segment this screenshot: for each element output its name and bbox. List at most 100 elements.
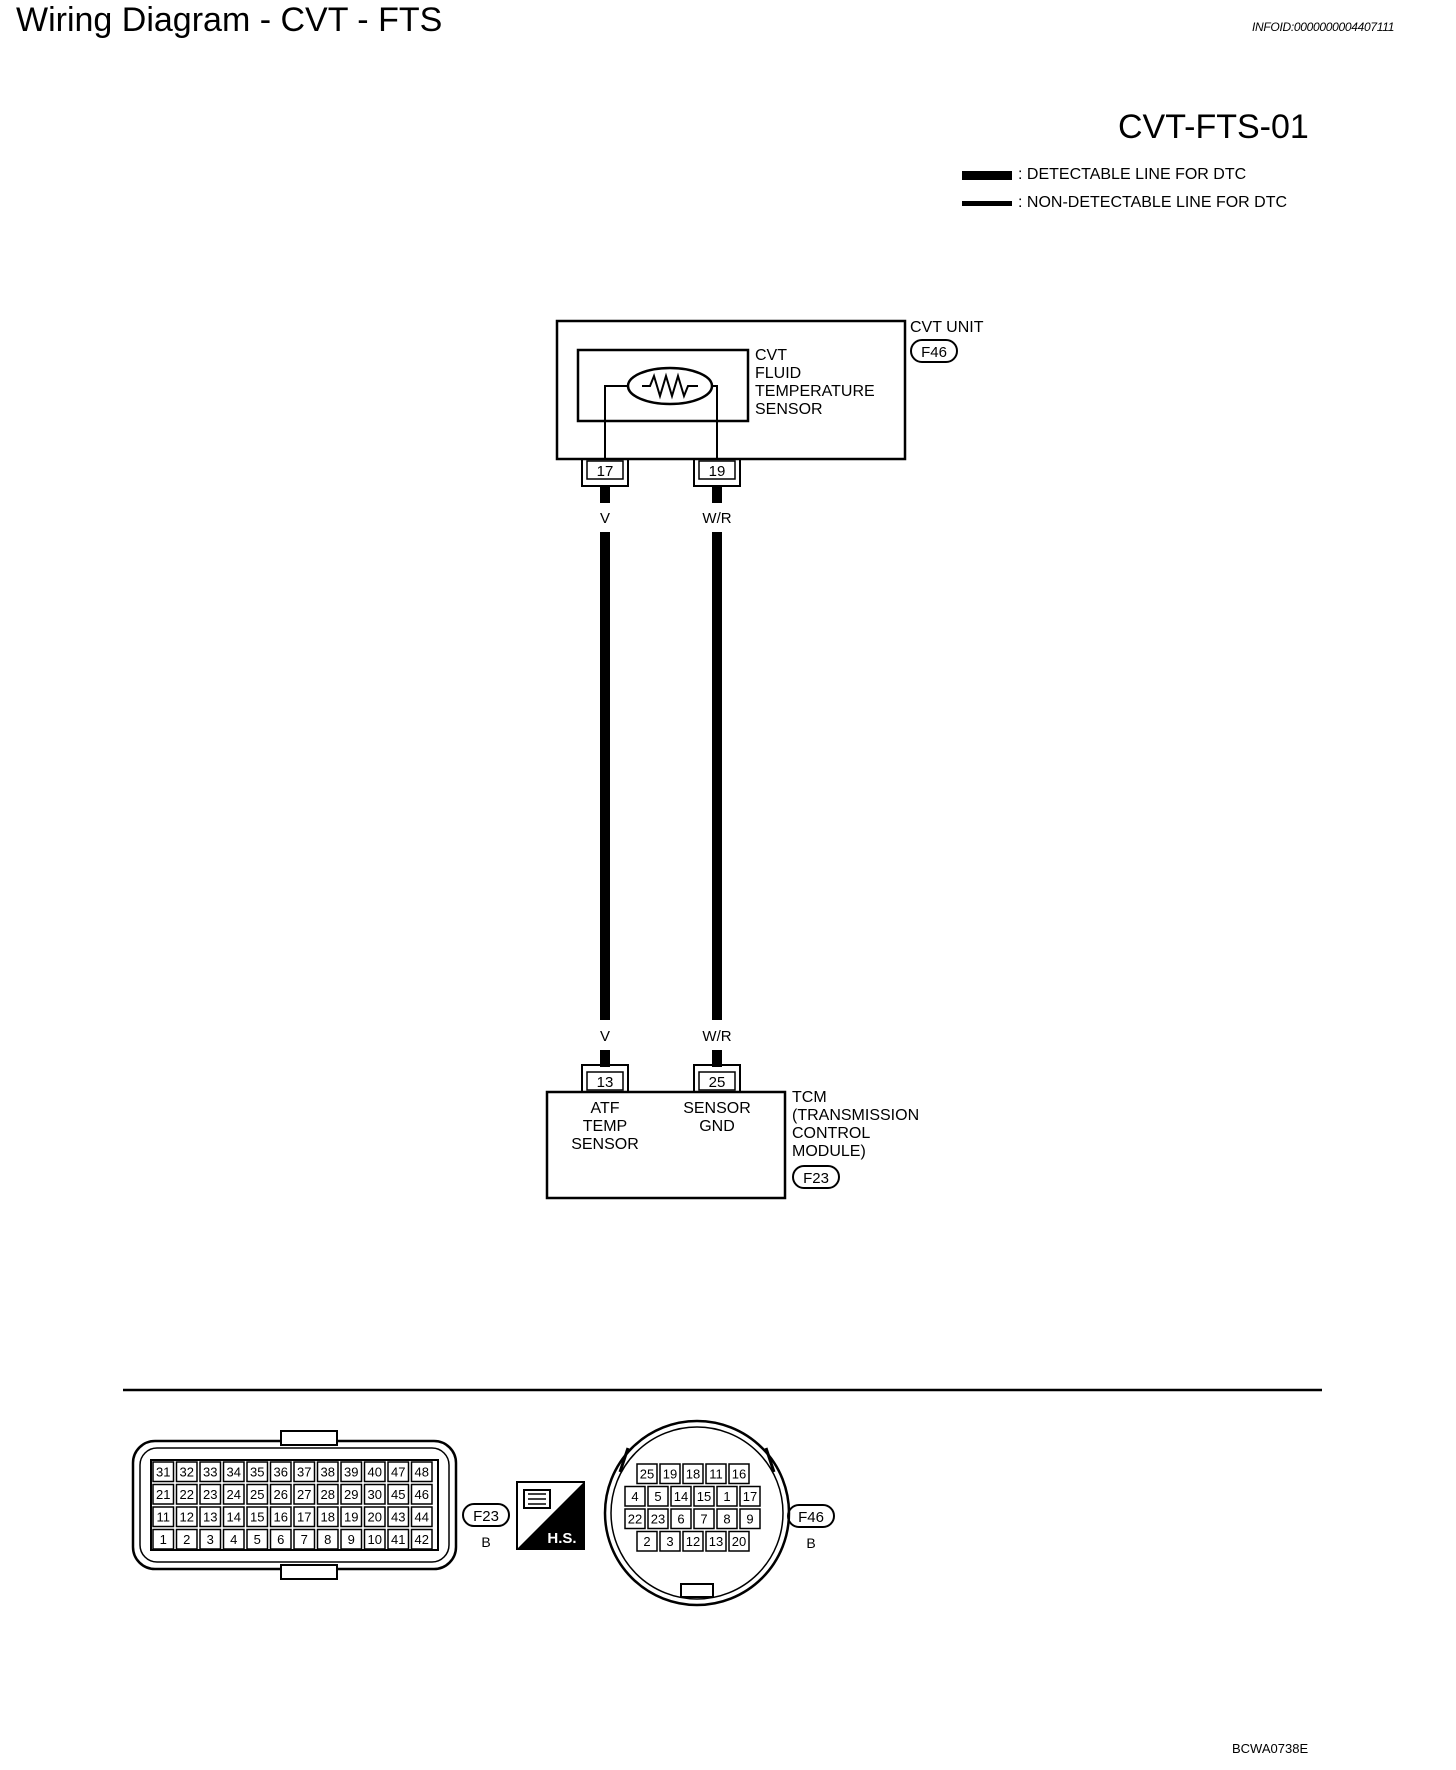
tcm-label-line-2: (TRANSMISSION — [792, 1107, 919, 1124]
pin-cell — [222, 1528, 245, 1550]
pin-cell — [363, 1506, 386, 1528]
pin-cell — [716, 1508, 738, 1530]
pin-cell — [152, 1461, 175, 1483]
pin-cell — [316, 1461, 339, 1483]
pin-number: 35 — [250, 1465, 264, 1480]
wire-wr-label-top: W/R — [702, 510, 731, 527]
wire-wr-label-bottom: W/R — [702, 1028, 731, 1045]
pin-number: 38 — [321, 1465, 335, 1480]
pin-number: 16 — [274, 1510, 288, 1525]
pin-number: 20 — [368, 1510, 382, 1525]
pin-number: 4 — [631, 1489, 638, 1504]
legend-non-detectable: : NON-DETECTABLE LINE FOR DTC — [962, 194, 1287, 212]
pin-cell — [199, 1461, 222, 1483]
pin-number: 34 — [227, 1465, 241, 1480]
pin-number: 16 — [732, 1467, 746, 1482]
pin-number: 3 — [666, 1534, 673, 1549]
pin-number: 45 — [391, 1487, 405, 1502]
connector-tag-f23: F23 — [792, 1165, 840, 1189]
pin-cell — [246, 1506, 269, 1528]
connector-tag-f46-label: F46 — [921, 344, 947, 361]
pin-number: 15 — [250, 1510, 264, 1525]
pin-cell — [222, 1483, 245, 1505]
pin-number: 14 — [674, 1489, 688, 1504]
pin-number: 22 — [628, 1512, 642, 1527]
pin-cell — [363, 1483, 386, 1505]
pin-number: 19 — [663, 1467, 677, 1482]
pin-number: 18 — [686, 1467, 700, 1482]
info-id: INFOID:0000000004407111 — [1252, 20, 1395, 34]
pin-cell — [293, 1528, 316, 1550]
connector-f46-color: B — [806, 1535, 815, 1551]
connector-tag-f46: F46 — [910, 339, 958, 363]
pin-number: 3 — [207, 1532, 214, 1547]
pin-cell — [636, 1530, 658, 1552]
pin-cell — [624, 1508, 646, 1530]
pin-number: 14 — [227, 1510, 241, 1525]
pin-number: 2 — [643, 1534, 650, 1549]
tcm-label-line-1: TCM — [792, 1089, 827, 1106]
pin-cell — [316, 1506, 339, 1528]
footer-code: BCWA0738E — [1232, 1741, 1309, 1756]
legend-non-detectable-label: : NON-DETECTABLE LINE FOR DTC — [1018, 194, 1288, 211]
hs-badge-label: H.S. — [547, 1530, 576, 1547]
pin-number: 32 — [180, 1465, 194, 1480]
pin-number: 42 — [415, 1532, 429, 1547]
pin-cell — [199, 1506, 222, 1528]
pin-cell — [387, 1461, 410, 1483]
pin-number: 7 — [700, 1512, 707, 1527]
connector-f46-tag: F46 B — [787, 1504, 835, 1551]
pin-cell — [316, 1483, 339, 1505]
connector-f46-tag-label: F46 — [798, 1509, 824, 1526]
wire-v: V V — [600, 486, 610, 1067]
pin-cell — [293, 1483, 316, 1505]
pin-number: 8 — [324, 1532, 331, 1547]
pin-17-label: 17 — [597, 463, 614, 480]
pin-number: 1 — [723, 1489, 730, 1504]
pin-25-label: 25 — [709, 1074, 726, 1091]
pin-cell — [739, 1508, 761, 1530]
cvt-sensor-line-2: FLUID — [755, 365, 801, 382]
pin-13-label: 13 — [597, 1074, 614, 1091]
pin-cell — [340, 1506, 363, 1528]
connector-tag-f23-label: F23 — [803, 1170, 829, 1187]
legend-detectable: : DETECTABLE LINE FOR DTC — [962, 166, 1246, 184]
connector-icon — [523, 1489, 551, 1509]
pin-number: 6 — [277, 1532, 284, 1547]
pin-number: 25 — [640, 1467, 654, 1482]
pin-cell — [246, 1483, 269, 1505]
pin-number: 37 — [297, 1465, 311, 1480]
pin-cell — [340, 1461, 363, 1483]
pin-number: 22 — [180, 1487, 194, 1502]
pin-cell — [340, 1483, 363, 1505]
cvt-sensor-line-1: CVT — [755, 347, 787, 364]
pin-number: 6 — [677, 1512, 684, 1527]
pin-number: 7 — [301, 1532, 308, 1547]
pin-cell — [636, 1463, 658, 1485]
pin-number: 17 — [743, 1489, 757, 1504]
pin-cell — [152, 1483, 175, 1505]
pin-number: 29 — [344, 1487, 358, 1502]
pin-cell — [716, 1485, 738, 1507]
cvt-sensor-line-4: SENSOR — [755, 401, 823, 418]
pin-cell — [693, 1508, 715, 1530]
diagram-code: CVT-FTS-01 — [1118, 108, 1309, 146]
pin-cell — [705, 1530, 727, 1552]
pin-number: 5 — [254, 1532, 261, 1547]
tcm-label-line-4: MODULE) — [792, 1143, 866, 1160]
cvt-unit: CVT FLUID TEMPERATURE SENSOR CVT UNIT F4… — [555, 319, 984, 461]
pin-cell — [410, 1483, 433, 1505]
pin-cell — [728, 1463, 750, 1485]
pin-cell — [670, 1508, 692, 1530]
tcm-label-line-3: CONTROL — [792, 1125, 870, 1142]
pin-number: 21 — [156, 1487, 170, 1502]
pin-number: 4 — [230, 1532, 237, 1547]
pin-number: 12 — [180, 1510, 194, 1525]
pin-cell — [647, 1485, 669, 1507]
pin-cell — [624, 1485, 646, 1507]
pin-number: 13 — [203, 1510, 217, 1525]
pin-cell — [659, 1530, 681, 1552]
pin-number: 33 — [203, 1465, 217, 1480]
pin-cell — [269, 1528, 292, 1550]
